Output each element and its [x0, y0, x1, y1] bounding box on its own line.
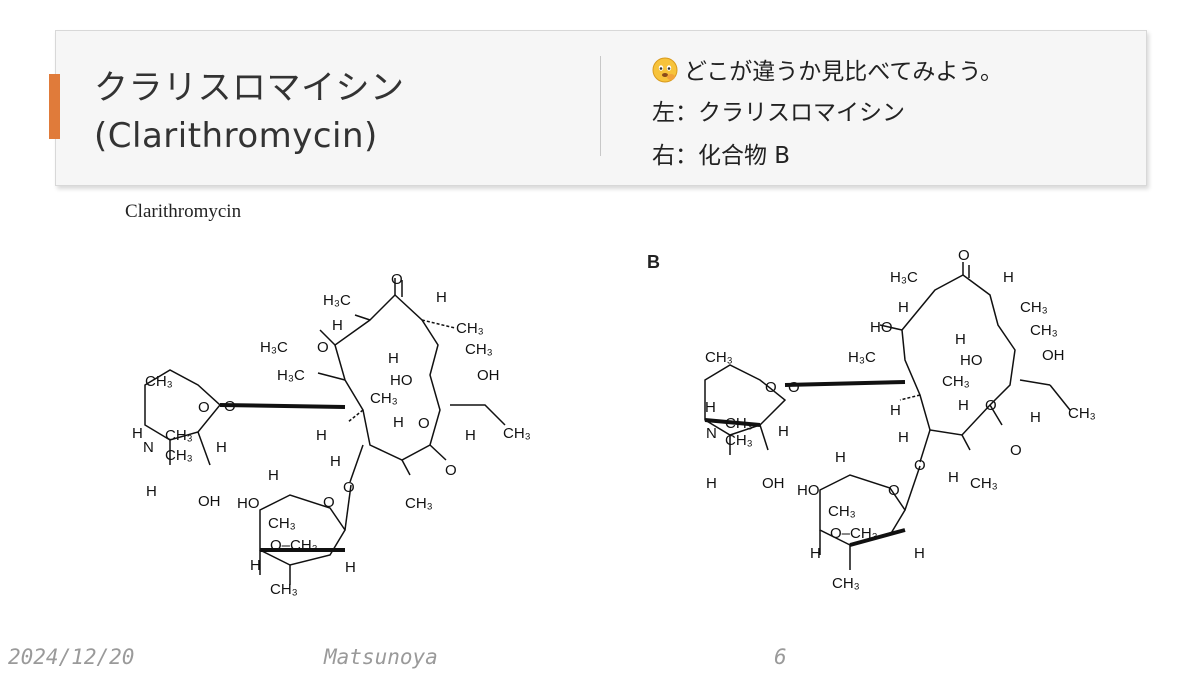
- atom-h-lower: H: [330, 453, 341, 470]
- slide-title-english: (Clarithromycin): [94, 116, 378, 156]
- atom-ch3-c: CH₃: [268, 515, 296, 532]
- atom-ch3-lower: CH₃: [405, 495, 433, 512]
- atom-h-a: H: [955, 331, 966, 348]
- atom-o-sugar: O: [765, 379, 777, 396]
- atom-h-s1: H: [132, 425, 143, 442]
- atom-o-methoxy: O: [317, 339, 329, 356]
- banner-divider: [600, 56, 601, 156]
- atom-ch3-ethyl: CH₃: [503, 425, 531, 442]
- atom-ch3-c-bottom: CH₃: [832, 575, 860, 592]
- atom-h-mid: H: [388, 350, 399, 367]
- atom-oh-sugar: OH: [762, 475, 785, 492]
- atom-ch3-n2: CH₃: [165, 447, 193, 464]
- atom-o-ketone: O: [391, 271, 403, 288]
- atom-o-lactone: O: [445, 462, 457, 479]
- note-left: 左：クラリスロマイシン: [652, 100, 905, 126]
- atom-h-c1: H: [268, 467, 279, 484]
- atom-h3c-top: H₃C: [890, 269, 918, 286]
- atom-h-s2: H: [778, 423, 789, 440]
- atom-o-c: O: [323, 494, 335, 511]
- atom-och3-c: O–CH₃: [830, 525, 878, 542]
- atom-h-left: H: [332, 317, 343, 334]
- atom-h-c3: H: [914, 545, 925, 562]
- atom-ch3-b: CH₃: [942, 373, 970, 390]
- atom-n-amine: N: [143, 439, 154, 456]
- atom-h-d: H: [898, 429, 909, 446]
- atom-h-e: H: [948, 469, 959, 486]
- atom-h-s1: H: [705, 399, 716, 416]
- atom-o-sugar: O: [198, 399, 210, 416]
- atom-h3c-top: H₃C: [323, 292, 351, 309]
- atom-och3-c: O–CH₃: [270, 537, 318, 554]
- atom-h-ring: H: [393, 414, 404, 431]
- atom-h-s2: H: [216, 439, 227, 456]
- atom-h-c3: H: [345, 559, 356, 576]
- atom-ch3-top-right: CH₃: [456, 320, 484, 337]
- atom-ch3-c: CH₃: [828, 503, 856, 520]
- atom-ho-mid: HO: [960, 352, 983, 369]
- atom-ch3-ethyl: CH₃: [1068, 405, 1096, 422]
- clarithromycin-structure: H₃C O H CH₃ H H₃C O H CH₃ H₃C HO OH CH₃ …: [132, 271, 531, 598]
- title-banner: [55, 30, 1147, 186]
- atom-ch3-mid-right: CH₃: [465, 341, 493, 358]
- atom-o-glyco-link: O: [224, 398, 236, 415]
- atom-h-c2: H: [810, 545, 821, 562]
- atom-ch3-n2: CH₃: [725, 432, 753, 449]
- compound-b-structure: H₃C O H H CH₃ HO H CH₃ H₃C HO OH CH₃ O O…: [704, 247, 1096, 592]
- atom-h3c-methoxy: H₃C: [260, 339, 288, 356]
- atom-o-glycoside: O: [343, 479, 355, 496]
- atom-h-b: H: [890, 402, 901, 419]
- atom-h-s3: H: [146, 483, 157, 500]
- atom-ch3-a: CH₃: [1030, 322, 1058, 339]
- atom-h-ester: H: [1030, 409, 1041, 426]
- thinking-face-icon: [652, 57, 678, 83]
- atom-ch3-sugar-top: CH₃: [145, 373, 173, 390]
- atom-n-amine: N: [706, 425, 717, 442]
- accent-bar: [49, 74, 60, 139]
- atom-o-ester: O: [418, 415, 430, 432]
- atom-ho-c: HO: [237, 495, 260, 512]
- atom-ho-mid: HO: [390, 372, 413, 389]
- footer-date: 2024/12/20: [8, 645, 135, 669]
- atom-h3c-mid: H₃C: [277, 367, 305, 384]
- atom-ch3-n1: CH₃: [725, 415, 753, 432]
- atom-h-c1: H: [835, 449, 846, 466]
- atom-ch3-ring: CH₃: [370, 390, 398, 407]
- figure-label-clarithromycin: Clarithromycin: [125, 201, 242, 222]
- atom-h3c-mid: H₃C: [848, 349, 876, 366]
- atom-h-c2: H: [250, 557, 261, 574]
- atom-h-low: H: [316, 427, 327, 444]
- figure-label-compound-b: B: [647, 252, 660, 272]
- atom-ch3-sugar-top: CH₃: [705, 349, 733, 366]
- atom-ch3-top-right: CH₃: [1020, 299, 1048, 316]
- atom-o-c: O: [888, 482, 900, 499]
- atom-ho-left: HO: [870, 319, 893, 336]
- atom-o-ketone: O: [958, 247, 970, 264]
- atom-o-link: O: [788, 379, 800, 396]
- atom-h-ester: H: [465, 427, 476, 444]
- note-right: 右：化合物 B: [652, 143, 791, 169]
- atom-ch3-e: CH₃: [970, 475, 998, 492]
- footer-page-number: 6: [774, 645, 787, 669]
- atom-h-s3: H: [706, 475, 717, 492]
- atom-ch3-c-bottom: CH₃: [270, 581, 298, 598]
- atom-oh-mid: OH: [477, 367, 500, 384]
- atom-h-top-left: H: [898, 299, 909, 316]
- note-compare-text: どこが違うか見比べてみよう。: [684, 59, 1004, 85]
- atom-h-top-right: H: [436, 289, 447, 306]
- atom-o-glyco: O: [914, 457, 926, 474]
- footer-author: Matsunoya: [324, 645, 438, 669]
- atom-ch3-n1: CH₃: [165, 427, 193, 444]
- atom-oh-mid: OH: [1042, 347, 1065, 364]
- atom-o-ester: O: [985, 397, 997, 414]
- atom-ho-c: HO: [797, 482, 820, 499]
- note-compare: どこが違うか見比べてみよう。: [652, 52, 1003, 86]
- slide-title-japanese: クラリスロマイシン: [94, 68, 405, 108]
- atom-h-c: H: [958, 397, 969, 414]
- atom-oh-sugar: OH: [198, 493, 221, 510]
- atom-o-lactone: O: [1010, 442, 1022, 459]
- atom-h-top-right: H: [1003, 269, 1014, 286]
